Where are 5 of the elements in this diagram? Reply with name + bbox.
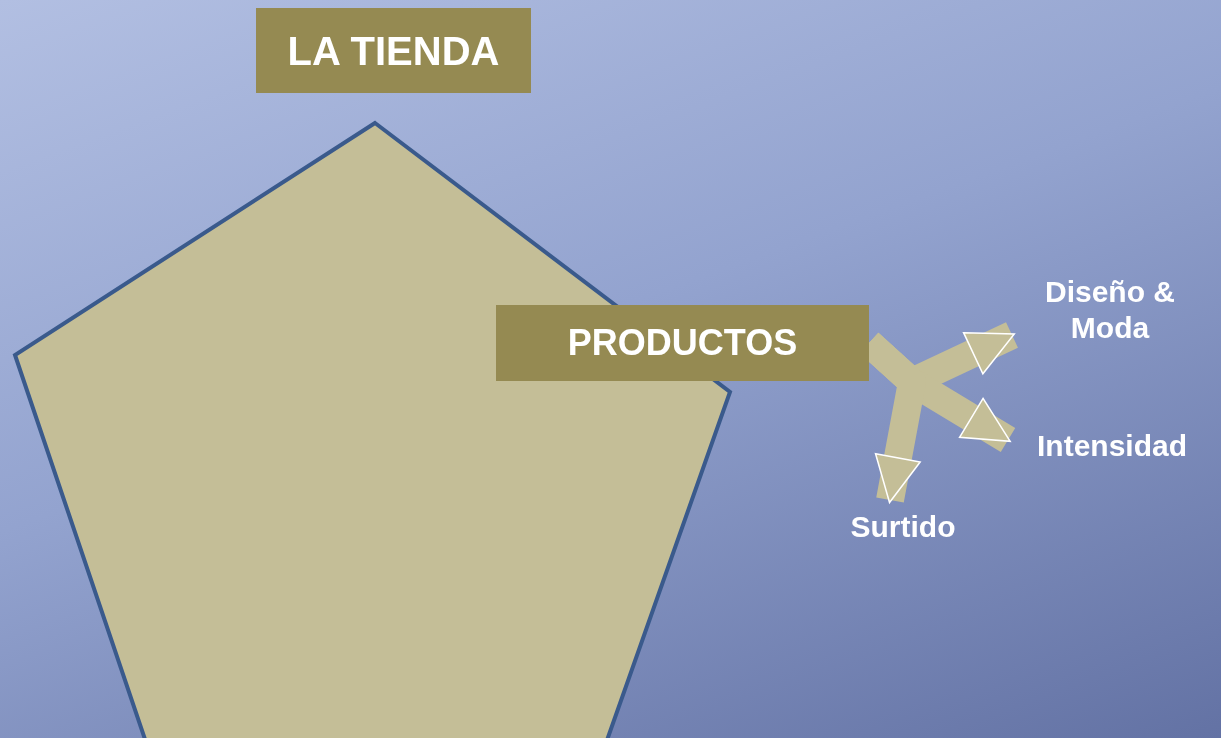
title-band: LA TIENDA [256,8,531,93]
label-text: Intensidad [1012,424,1212,468]
label-text: Surtido [828,505,978,549]
title-band: PRODUCTOS [496,305,869,381]
label-text: Diseño & Moda [1015,262,1205,358]
